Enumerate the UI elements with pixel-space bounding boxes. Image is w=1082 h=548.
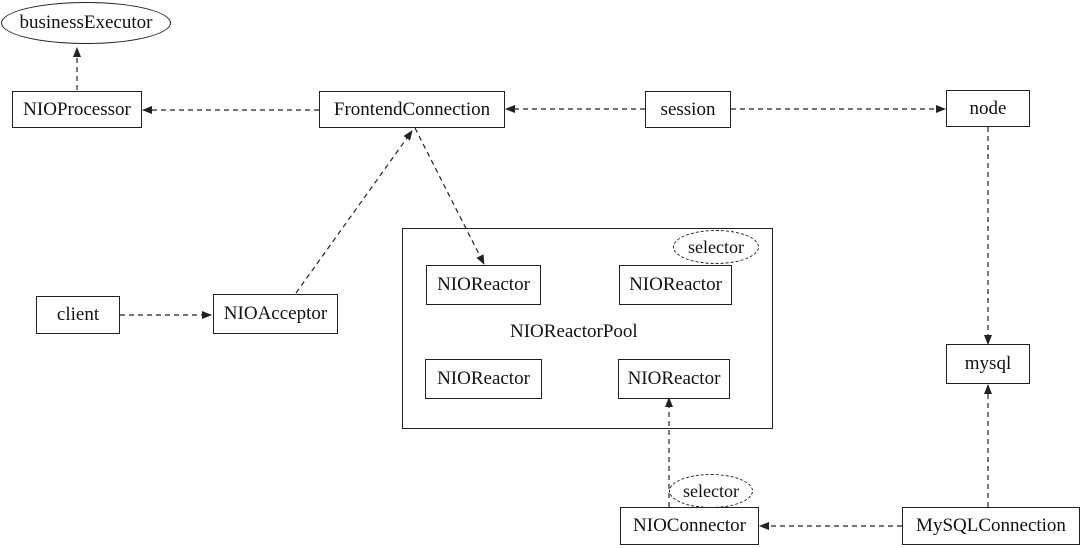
nio-connector-label: NIOConnector	[633, 515, 746, 536]
frontend-connection-label: FrontendConnection	[333, 98, 491, 120]
nio-processor-label: NIOProcessor	[23, 98, 131, 120]
nio-reactor-1-node: NIOReactor	[426, 265, 541, 305]
nio-reactor-4-node: NIOReactor	[618, 359, 730, 399]
session-node: session	[645, 91, 731, 128]
nio-reactor-1-label: NIOReactor	[437, 274, 530, 295]
mysql-connection-label: MySQLConnection	[916, 515, 1066, 536]
mysql-label: mysql	[964, 353, 1012, 374]
nio-processor-node: NIOProcessor	[12, 91, 142, 128]
nio-reactor-2-label: NIOReactor	[629, 274, 722, 295]
nio-reactor-2-node: NIOReactor	[619, 265, 732, 305]
client-node: client	[36, 296, 120, 334]
connector-selector-label: selector	[683, 480, 739, 501]
nio-acceptor-node: NIOAcceptor	[213, 294, 338, 334]
session-label: session	[660, 98, 716, 120]
nio-reactor-pool-label: NIOReactorPool	[510, 321, 638, 342]
mysql-node: mysql	[946, 344, 1030, 384]
nio-reactor-3-node: NIOReactor	[425, 359, 542, 399]
pool-selector-node: selector	[673, 230, 759, 264]
edge-frontendconnection-to-nioreactor	[414, 127, 485, 265]
mysql-connection-node: MySQLConnection	[902, 507, 1080, 545]
node-node: node	[946, 90, 1030, 127]
nio-reactor-pool-container	[402, 228, 773, 429]
client-label: client	[56, 304, 100, 325]
connector-selector-node: selector	[669, 474, 753, 508]
edge-nioacceptor-to-frontendconnection	[295, 130, 413, 294]
business-executor-node: businessExecutor	[1, 2, 171, 44]
node-label: node	[969, 97, 1007, 119]
frontend-connection-node: FrontendConnection	[319, 91, 505, 128]
business-executor-label: businessExecutor	[19, 12, 153, 33]
nio-connector-node: NIOConnector	[620, 507, 759, 545]
nio-reactor-4-label: NIOReactor	[627, 368, 721, 389]
pool-selector-label: selector	[688, 236, 744, 257]
nio-acceptor-label: NIOAcceptor	[223, 303, 328, 324]
nio-reactor-3-label: NIOReactor	[437, 368, 530, 389]
